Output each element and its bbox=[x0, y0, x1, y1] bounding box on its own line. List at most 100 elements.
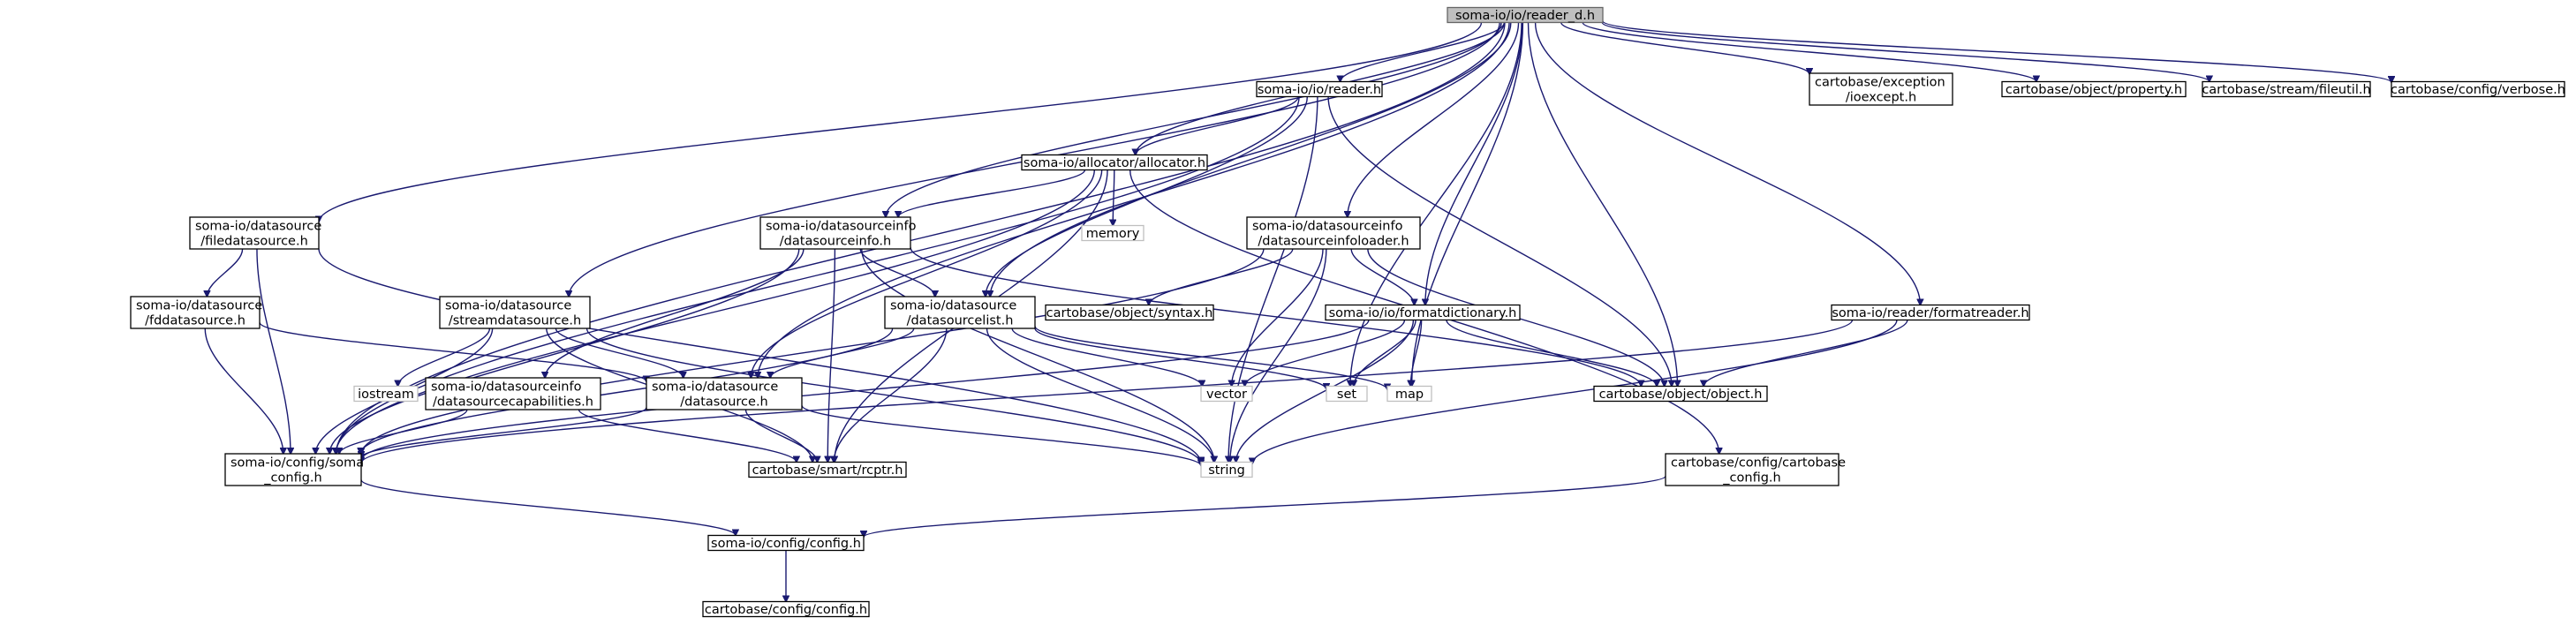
edge-root-to-property bbox=[1582, 21, 2036, 82]
node-fileutil[interactable]: cartobase/stream/fileutil.h bbox=[2202, 80, 2371, 98]
node-box bbox=[353, 385, 419, 403]
node-memory: memory bbox=[1081, 224, 1144, 242]
edge-somaconfig-to-config bbox=[360, 478, 736, 535]
node-cbconfigconfig[interactable]: cartobase/config/config.h bbox=[702, 600, 870, 618]
edge-reader-to-dslist bbox=[986, 96, 1309, 297]
node-label: soma-io/io/reader_d.h bbox=[1455, 9, 1595, 23]
edge-dscap-to-rcptr bbox=[578, 409, 797, 463]
node-box bbox=[130, 296, 261, 329]
edge-root-to-object bbox=[1527, 22, 1677, 387]
node-box bbox=[425, 377, 601, 410]
node-rcptr[interactable]: cartobase/smart/rcptr.h bbox=[748, 461, 907, 478]
edge-formatdict-to-map bbox=[1410, 320, 1423, 387]
edge-dsinfo-to-string bbox=[861, 248, 1214, 463]
node-fddatasource[interactable]: soma-io/datasource/fddatasource.h bbox=[130, 296, 262, 329]
edge-root-to-set bbox=[1350, 22, 1522, 387]
node-allocator[interactable]: soma-io/allocator/allocator.h bbox=[1021, 154, 1208, 171]
edge-root-to-filedatasource bbox=[319, 22, 1483, 222]
node-label: cartobase/smart/rcptr.h bbox=[752, 463, 903, 478]
node-config[interactable]: soma-io/config/config.h bbox=[707, 534, 865, 552]
node-cbconfig[interactable]: cartobase/config/cartobase_config.h bbox=[1665, 453, 1846, 486]
node-reader[interactable]: soma-io/io/reader.h bbox=[1256, 80, 1383, 98]
node-label: /datasourceinfoloader.h bbox=[1258, 235, 1409, 249]
node-label: /datasourcelist.h bbox=[907, 314, 1014, 328]
node-box bbox=[1447, 6, 1604, 24]
node-label: /datasource.h bbox=[680, 395, 768, 410]
node-label: soma-io/config/soma bbox=[230, 456, 364, 471]
edge-allocator-to-memory bbox=[1113, 169, 1114, 226]
node-box bbox=[1045, 304, 1214, 321]
edge-dslist-to-rcptr bbox=[834, 328, 948, 463]
edge-allocator-to-dsinfo bbox=[898, 169, 1086, 218]
node-verbose[interactable]: cartobase/config/verbose.h bbox=[2391, 80, 2565, 98]
node-box bbox=[646, 377, 803, 410]
edge-reader-to-string bbox=[1228, 96, 1318, 463]
node-label: _config.h bbox=[1722, 471, 1780, 486]
node-root[interactable]: soma-io/io/reader_d.h bbox=[1447, 6, 1604, 24]
node-label: soma-io/reader/formatreader.h bbox=[1832, 306, 2028, 320]
edge-filedatasource-to-somaconfig bbox=[256, 248, 291, 454]
node-filedatasource[interactable]: soma-io/datasource/filedatasource.h bbox=[189, 216, 321, 250]
node-ioexcept[interactable]: cartobase/exception/ioexcept.h bbox=[1809, 72, 1953, 106]
node-label: soma-io/io/reader.h bbox=[1258, 83, 1381, 97]
node-property[interactable]: cartobase/object/property.h bbox=[2001, 80, 2187, 98]
node-iostream: iostream bbox=[353, 385, 419, 403]
node-box bbox=[1200, 385, 1253, 403]
node-datasource[interactable]: soma-io/datasource/datasource.h bbox=[646, 377, 803, 410]
node-label: set bbox=[1337, 388, 1356, 402]
edge-root-to-fileutil bbox=[1601, 21, 2210, 82]
node-dsinfo[interactable]: soma-io/datasourceinfo/datasourceinfo.h bbox=[759, 216, 917, 250]
node-streamds[interactable]: soma-io/datasource/streamdatasource.h bbox=[439, 296, 591, 329]
node-label: memory bbox=[1086, 227, 1140, 241]
edge-fddatasource-to-datasource bbox=[259, 321, 646, 381]
edge-dscap-to-somaconfig bbox=[339, 409, 468, 454]
node-label: cartobase/config/config.h bbox=[705, 603, 867, 617]
edge-streamds-to-string bbox=[585, 328, 1201, 464]
edge-dsinfo-to-somaconfig bbox=[329, 248, 800, 454]
node-syntax[interactable]: cartobase/object/syntax.h bbox=[1045, 304, 1214, 321]
node-label: cartobase/config/cartobase bbox=[1671, 456, 1846, 471]
node-string: string bbox=[1200, 461, 1253, 478]
node-label: /filedatasource.h bbox=[200, 235, 308, 249]
node-label: soma-io/datasourceinfo bbox=[766, 220, 917, 234]
node-set: set bbox=[1326, 385, 1368, 403]
node-dscap[interactable]: soma-io/datasourceinfo/datasourcecapabil… bbox=[425, 377, 601, 410]
node-formatdict[interactable]: soma-io/io/formatdictionary.h bbox=[1325, 304, 1521, 321]
edge-dslist-to-map bbox=[1034, 326, 1387, 389]
edge-formatdict-to-vector bbox=[1245, 320, 1406, 387]
node-label: cartobase/object/object.h bbox=[1599, 388, 1763, 402]
node-somaconfig[interactable]: soma-io/config/soma_config.h bbox=[224, 453, 364, 486]
edge-fddatasource-to-somaconfig bbox=[204, 328, 283, 454]
node-label: soma-io/datasource bbox=[890, 299, 1016, 313]
node-label: soma-io/datasource bbox=[195, 220, 321, 234]
edge-root-to-dsinfoloader bbox=[1348, 22, 1520, 218]
node-label: cartobase/object/syntax.h bbox=[1046, 306, 1213, 320]
edge-formatreader-to-object bbox=[1703, 320, 1908, 387]
node-label: soma-io/allocator/allocator.h bbox=[1024, 156, 1205, 170]
node-box bbox=[748, 461, 907, 478]
node-label: soma-io/datasource bbox=[136, 299, 262, 313]
node-formatreader[interactable]: soma-io/reader/formatreader.h bbox=[1831, 304, 2030, 321]
node-label: cartobase/object/property.h bbox=[2006, 83, 2182, 97]
edge-dslist-to-string bbox=[986, 328, 1214, 463]
node-label: soma-io/config/config.h bbox=[711, 537, 861, 551]
node-box bbox=[1809, 72, 1953, 106]
node-object[interactable]: cartobase/object/object.h bbox=[1593, 385, 1768, 403]
edge-allocator-to-datasource bbox=[751, 169, 1103, 379]
node-map: map bbox=[1386, 385, 1432, 403]
node-box bbox=[439, 296, 591, 329]
node-dslist[interactable]: soma-io/datasource/datasourcelist.h bbox=[884, 296, 1036, 329]
node-box bbox=[1325, 304, 1521, 321]
node-dsinfoloader[interactable]: soma-io/datasourceinfo/datasourceinfoloa… bbox=[1246, 216, 1421, 250]
node-layer: soma-io/io/reader_d.h soma-io/io/reader.h… bbox=[130, 6, 2565, 618]
node-box bbox=[707, 534, 865, 552]
node-box bbox=[2202, 80, 2371, 98]
node-label: /ioexcept.h bbox=[1846, 91, 1916, 105]
edge-cbconfig-to-config bbox=[864, 475, 1666, 537]
node-box bbox=[1831, 304, 2030, 321]
edge-root-to-ioexcept bbox=[1560, 22, 1809, 75]
node-label: _config.h bbox=[263, 471, 321, 486]
node-box bbox=[1386, 385, 1432, 403]
edge-reader-to-allocator bbox=[1136, 96, 1299, 155]
edge-filedatasource-to-fddatasource bbox=[207, 248, 244, 297]
